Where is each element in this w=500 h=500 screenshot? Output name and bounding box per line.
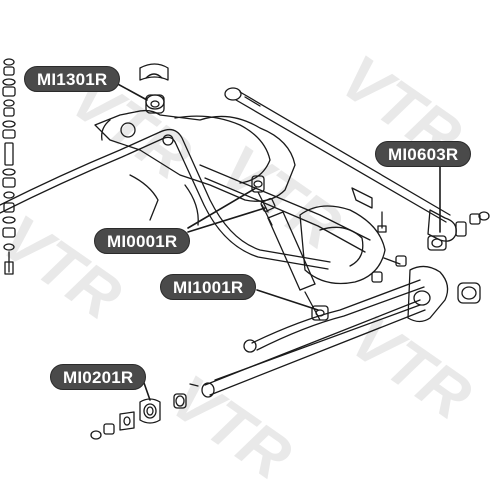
stabilizer-bracket xyxy=(139,63,169,114)
axle-housing xyxy=(94,109,386,285)
lateral-rod xyxy=(224,87,490,251)
part-callout-mi0001r: MI0001R xyxy=(94,228,191,254)
stabilizer-bar xyxy=(0,128,331,270)
part-callout-mi0603r: MI0603R xyxy=(375,141,472,167)
lower-link xyxy=(90,299,426,440)
trailing-arm xyxy=(243,255,481,353)
leader-lines xyxy=(113,81,441,401)
part-callout-mi0201r: MI0201R xyxy=(50,364,147,390)
part-callout-mi1001r: MI1001R xyxy=(160,274,257,300)
part-callout-mi1301r: MI1301R xyxy=(24,66,121,92)
stabilizer-link-stack xyxy=(2,58,16,275)
shock-absorber xyxy=(251,175,329,321)
